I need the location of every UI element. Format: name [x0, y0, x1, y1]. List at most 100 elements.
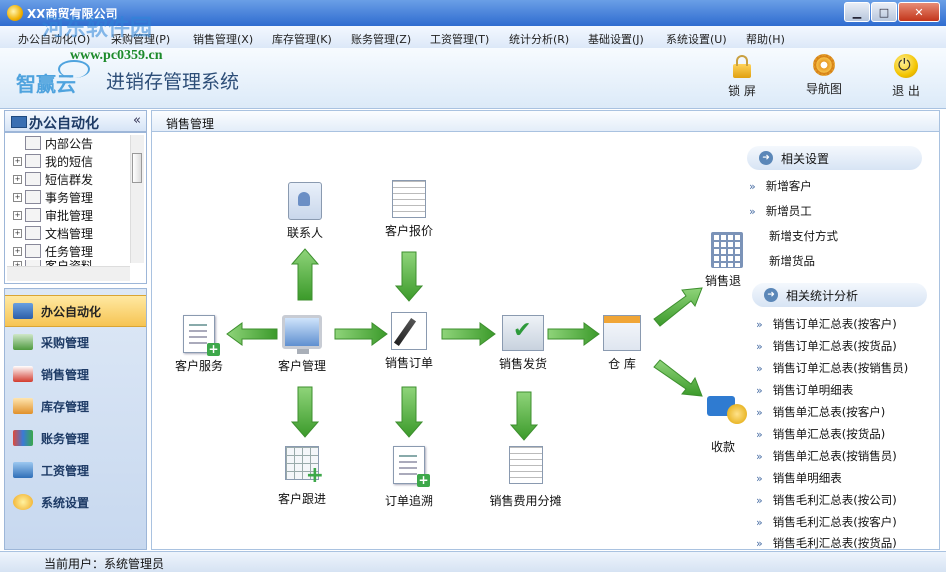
stats-link[interactable]: »销售毛利汇总表(按公司) [756, 492, 897, 508]
link-new-payment-method[interactable]: 新增支付方式 [769, 228, 838, 244]
tree-item-tasks[interactable]: + 任务管理 [13, 242, 93, 260]
coins-icon [707, 394, 747, 424]
tree-expander[interactable]: + [13, 156, 22, 166]
chevron-icon: » [756, 472, 763, 485]
tree-item-documents[interactable]: + 文档管理 [13, 224, 93, 242]
link-label: 销售单汇总表(按客户) [772, 405, 886, 419]
app-icon [7, 5, 23, 21]
link-new-customer[interactable]: »新增客户 [749, 178, 812, 194]
link-label: 销售订单明细表 [772, 383, 854, 397]
title-bar: XX商贸有限公司 ▁ □ ✕ [0, 0, 946, 26]
settings-gear-icon [13, 494, 33, 510]
window-title: XX商贸有限公司 [27, 7, 118, 21]
stats-link[interactable]: »销售订单汇总表(按销售员) [756, 360, 908, 376]
node-sales-order[interactable]: 销售订单 [369, 312, 449, 371]
link-label: 销售单明细表 [772, 471, 842, 485]
node-customer-followup[interactable]: 客户跟进 [262, 446, 342, 507]
menu-system-settings[interactable]: 系统设置(U) [666, 33, 727, 46]
close-button[interactable]: ✕ [898, 2, 940, 22]
stats-link[interactable]: »销售毛利汇总表(按货品) [756, 535, 897, 551]
watermark-site: 河东软件园 [42, 16, 153, 41]
lock-screen-button[interactable]: 锁 屏 [712, 54, 772, 99]
module-label: 系统设置 [41, 495, 90, 510]
stats-link[interactable]: »销售单汇总表(按货品) [756, 426, 885, 442]
node-customer-service[interactable]: 客户服务 [159, 315, 239, 374]
tree-expander[interactable]: + [13, 228, 22, 238]
menu-payroll[interactable]: 工资管理(T) [430, 33, 490, 46]
tree-vertical-scrollbar[interactable] [130, 135, 144, 263]
module-payroll[interactable]: 工资管理 [5, 455, 146, 485]
chevron-icon: » [756, 537, 763, 550]
node-sales-delivery[interactable]: 销售发货 [483, 315, 563, 372]
module-inventory[interactable]: 库存管理 [5, 391, 146, 421]
node-warehouse[interactable]: 仓 库 [582, 315, 662, 372]
tree-item-bulk-sms[interactable]: + 短信群发 [13, 170, 93, 188]
monitor-icon [282, 315, 322, 354]
menu-bar: 办公自动化(O) 采购管理(P) 销售管理(X) 库存管理(K) 账务管理(Z)… [0, 26, 946, 48]
maximize-button[interactable]: □ [871, 2, 897, 22]
menu-purchase[interactable]: 采购管理(P) [111, 33, 171, 46]
module-system-settings[interactable]: 系统设置 [5, 487, 146, 517]
module-label: 账务管理 [41, 431, 90, 446]
stats-link[interactable]: »销售单汇总表(按客户) [756, 404, 885, 420]
navigation-map-button[interactable]: 导航图 [794, 54, 854, 97]
link-new-product[interactable]: 新增货品 [769, 253, 815, 269]
module-purchase[interactable]: 采购管理 [5, 327, 146, 357]
node-order-trace[interactable]: 订单追溯 [369, 446, 449, 509]
tree-expander[interactable]: + [13, 210, 22, 220]
tree-item-approval[interactable]: + 审批管理 [13, 206, 93, 224]
arrow-left-service [226, 322, 278, 346]
app-title: 进销存管理系统 [106, 71, 240, 93]
node-customer-quote[interactable]: 客户报价 [369, 180, 449, 239]
stats-link[interactable]: »销售毛利汇总表(按客户) [756, 514, 897, 530]
stats-link[interactable]: »销售单汇总表(按销售员) [756, 448, 897, 464]
link-label: 销售订单汇总表(按客户) [772, 317, 897, 331]
collapse-sidebar-button[interactable]: « [133, 113, 141, 128]
exit-button[interactable]: 退 出 [876, 54, 936, 99]
menu-statistics[interactable]: 统计分析(R) [509, 33, 570, 46]
arrow-down-order [394, 251, 424, 302]
contact-card-icon [288, 182, 322, 220]
menu-office[interactable]: 办公自动化(O) [18, 33, 91, 46]
tree-item-messages[interactable]: + 我的短信 [13, 152, 93, 170]
minimize-button[interactable]: ▁ [844, 2, 870, 22]
tree-item-label: 客户资料 [45, 260, 94, 270]
arrow-right-warehouse [547, 322, 600, 346]
scrollbar-thumb[interactable] [132, 153, 142, 183]
link-new-employee[interactable]: »新增员工 [749, 203, 812, 219]
tree-expander[interactable]: + [13, 192, 22, 202]
chevron-icon: » [756, 318, 763, 331]
stats-link[interactable]: »销售订单明细表 [756, 382, 853, 398]
node-customer-management[interactable]: 客户管理 [262, 315, 342, 374]
node-receipt[interactable]: 收款 [697, 394, 757, 455]
tree-expander[interactable]: + [13, 174, 22, 184]
chevron-icon: » [756, 450, 763, 463]
module-office[interactable]: 办公自动化 [5, 295, 146, 327]
module-label: 采购管理 [41, 335, 90, 350]
tree-horizontal-scrollbar[interactable] [7, 266, 130, 281]
quote-sheet-icon [392, 180, 426, 218]
module-sales[interactable]: 销售管理 [5, 359, 146, 389]
menu-basic-settings[interactable]: 基础设置(J) [588, 33, 644, 46]
node-contact[interactable]: 联系人 [265, 182, 345, 241]
tree-item-notice[interactable]: 内部公告 [13, 134, 93, 152]
menu-sales[interactable]: 销售管理(X) [193, 33, 254, 46]
tree-expander[interactable]: + [13, 246, 22, 256]
approval-icon [25, 208, 41, 222]
purchase-icon [13, 334, 33, 350]
stats-link[interactable]: »销售订单汇总表(按货品) [756, 338, 897, 354]
node-expense-allocation[interactable]: 销售费用分摊 [478, 446, 573, 509]
arrow-down-followup [290, 386, 320, 438]
node-sales-return[interactable]: 销售退 [697, 232, 757, 289]
stats-link[interactable]: » 销售单明细表 [756, 470, 842, 486]
node-label: 客户跟进 [277, 492, 326, 506]
link-label: 销售毛利汇总表(按公司) [772, 493, 897, 507]
menu-inventory[interactable]: 库存管理(K) [272, 33, 332, 46]
power-icon [894, 54, 918, 78]
module-accounts[interactable]: 账务管理 [5, 423, 146, 453]
tree-item-label: 文档管理 [45, 226, 94, 241]
menu-help[interactable]: 帮助(H) [746, 33, 785, 46]
tree-item-affairs[interactable]: + 事务管理 [13, 188, 93, 206]
menu-accounts[interactable]: 账务管理(Z) [351, 33, 412, 46]
stats-link[interactable]: » 销售订单汇总表(按客户) [756, 316, 897, 332]
